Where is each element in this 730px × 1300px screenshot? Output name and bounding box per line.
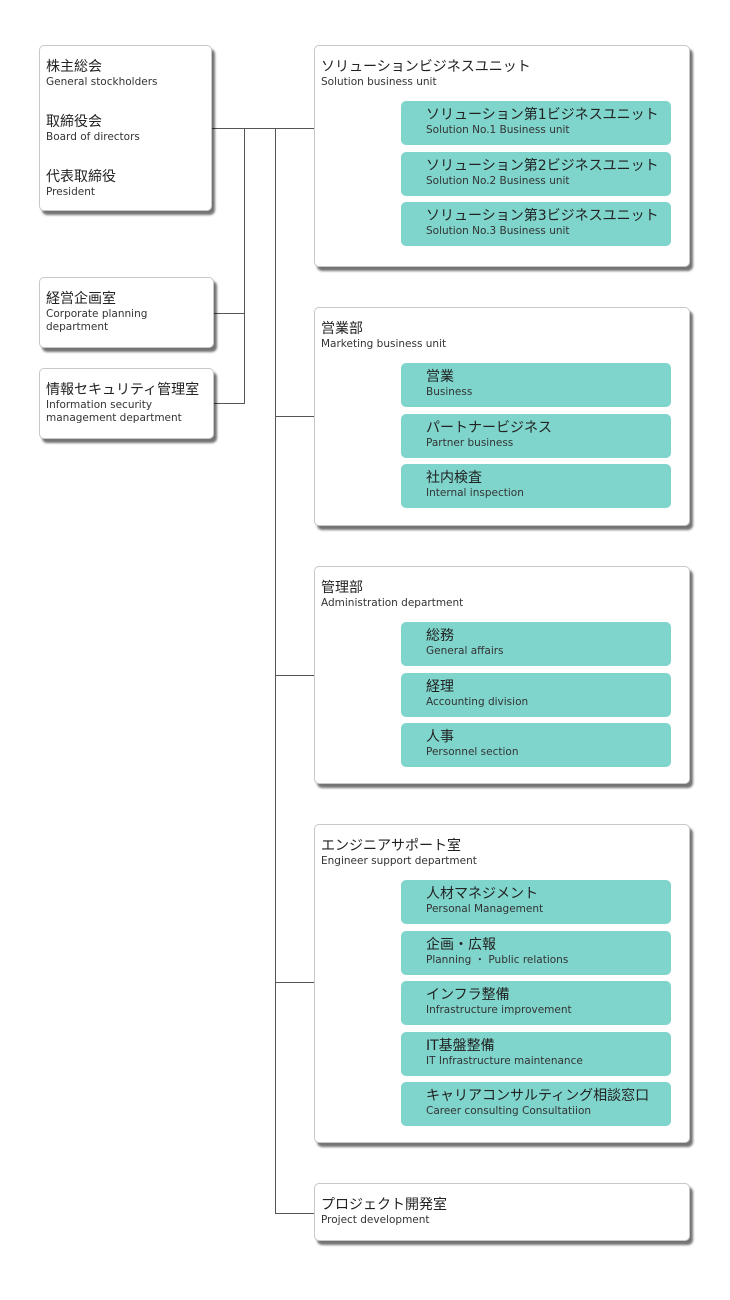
label-en: Board of directors	[46, 131, 140, 143]
label-en: Accounting division	[426, 695, 529, 708]
sub-unit-box: ソリューション第1ビジネスユニット Solution No.1 Business…	[401, 101, 671, 145]
sub-unit-box: パートナービジネス Partner business	[401, 413, 671, 458]
administration-box: 管理部 Administration department 総務 General …	[314, 566, 690, 784]
project-development-box: プロジェクト開発室 Project development	[314, 1183, 690, 1241]
corporate-planning-box: 経営企画室 Corporate planning department	[39, 277, 214, 348]
sub-unit-box: 人材マネジメント Personal Management	[401, 880, 671, 924]
label-en: Solution business unit	[321, 76, 437, 88]
president: 代表取締役 President	[46, 169, 116, 199]
sub-unit-box: インフラ整備 Infrastructure improvement	[401, 981, 671, 1025]
label-en: Personnel section	[426, 746, 519, 758]
sub-unit-box: キャリアコンサルティング相談窓口 Career consulting Consu…	[401, 1082, 671, 1126]
board-of-directors: 取締役会 Board of directors	[46, 114, 140, 144]
label-jp: IT基盤整備	[426, 1037, 495, 1054]
sub-unit-box: ソリューション第3ビジネスユニット Solution No.3 Business…	[401, 202, 671, 246]
label-en: Career consulting Consultatiion	[426, 1105, 592, 1117]
connector-line	[275, 128, 276, 1214]
label-en: Corporate planning department	[46, 308, 148, 333]
connector-line	[244, 128, 245, 404]
sub-unit-box: ソリューション第2ビジネスユニット Solution No.2 Business…	[401, 151, 671, 196]
label-en: Solution No.1 Business unit	[426, 124, 570, 136]
sub-unit-box: 社内検査 Internal inspection	[401, 464, 671, 508]
unit-header: プロジェクト開発室 Project development	[321, 1197, 447, 1227]
information-security-box: 情報セキュリティ管理室 Information security managem…	[39, 368, 214, 439]
connector-line	[275, 675, 314, 676]
connector-line	[214, 313, 245, 314]
engineer-support-box: エンジニアサポート室 Engineer support department 人材…	[314, 824, 690, 1143]
label-jp: ソリューションビジネスユニット	[321, 59, 531, 75]
label-jp: 取締役会	[46, 114, 102, 130]
label-jp: エンジニアサポート室	[321, 838, 461, 854]
connector-line	[275, 1213, 314, 1214]
connector-line	[214, 403, 245, 404]
label-en: Internal inspection	[426, 487, 524, 499]
unit-header: エンジニアサポート室 Engineer support department	[321, 838, 477, 868]
label-en: Planning ・ Public relations	[426, 953, 569, 966]
unit-header: 管理部 Administration department	[321, 580, 463, 610]
label-jp: ソリューション第2ビジネスユニット	[426, 157, 659, 174]
label-jp: 企画・広報	[426, 936, 496, 953]
label-jp: 情報セキュリティ管理室	[46, 382, 200, 398]
unit-header: 営業部 Marketing business unit	[321, 321, 446, 351]
general-stockholders: 株主総会 General stockholders	[46, 59, 158, 89]
label-en: Business	[426, 386, 473, 398]
label-en: Administration department	[321, 597, 464, 609]
sub-unit-box: 総務 General affairs	[401, 622, 671, 666]
label-jp: キャリアコンサルティング相談窓口	[426, 1088, 650, 1104]
sub-unit-box: IT基盤整備 IT Infrastructure maintenance	[401, 1031, 671, 1076]
label-en: Infrastructure improvement	[426, 1004, 572, 1016]
label-en: Project development	[321, 1214, 430, 1226]
label-en: Solution No.3 Business unit	[426, 225, 570, 237]
label-jp: 営業部	[321, 321, 363, 337]
label-en: General stockholders	[46, 76, 158, 88]
connector-line	[275, 982, 314, 983]
label-en: Information security management departme…	[46, 399, 182, 424]
connector-line	[275, 416, 314, 417]
label-jp: ソリューション第1ビジネスユニット	[426, 107, 659, 123]
sub-unit-box: 企画・広報 Planning ・ Public relations	[401, 930, 671, 975]
label-jp: 経理	[426, 678, 454, 695]
sub-unit-box: 人事 Personnel section	[401, 723, 671, 767]
label-en: Engineer support department	[321, 855, 477, 867]
label-jp: 経営企画室	[46, 291, 116, 307]
connector-line	[212, 128, 314, 129]
label-jp: 営業	[426, 369, 454, 385]
label-jp: 人材マネジメント	[426, 886, 538, 902]
label-en: Solution No.2 Business unit	[426, 174, 570, 187]
label-en: Partner business	[426, 436, 514, 449]
sub-unit-box: 営業 Business	[401, 363, 671, 407]
label-en: IT Infrastructure maintenance	[426, 1054, 583, 1067]
label-en: General affairs	[426, 645, 504, 657]
label-jp: インフラ整備	[426, 987, 510, 1003]
label-jp: 管理部	[321, 580, 363, 596]
marketing-unit-box: 営業部 Marketing business unit 営業 Business パー…	[314, 307, 690, 526]
governance-box: 株主総会 General stockholders 取締役会 Board of …	[39, 45, 212, 211]
label-jp: プロジェクト開発室	[321, 1197, 447, 1213]
sub-unit-box: 経理 Accounting division	[401, 672, 671, 717]
label-jp: 社内検査	[426, 470, 482, 486]
label-en: President	[46, 186, 95, 198]
label-en: Personal Management	[426, 903, 544, 915]
label-jp: 代表取締役	[46, 169, 116, 185]
label-jp: 総務	[426, 628, 454, 644]
label-en: Marketing business unit	[321, 338, 447, 350]
label-jp: 人事	[426, 729, 454, 745]
label-jp: 株主総会	[46, 59, 102, 75]
unit-header: ソリューションビジネスユニット Solution business unit	[321, 59, 531, 89]
label-jp: パートナービジネス	[426, 419, 552, 436]
label-jp: ソリューション第3ビジネスユニット	[426, 208, 659, 224]
